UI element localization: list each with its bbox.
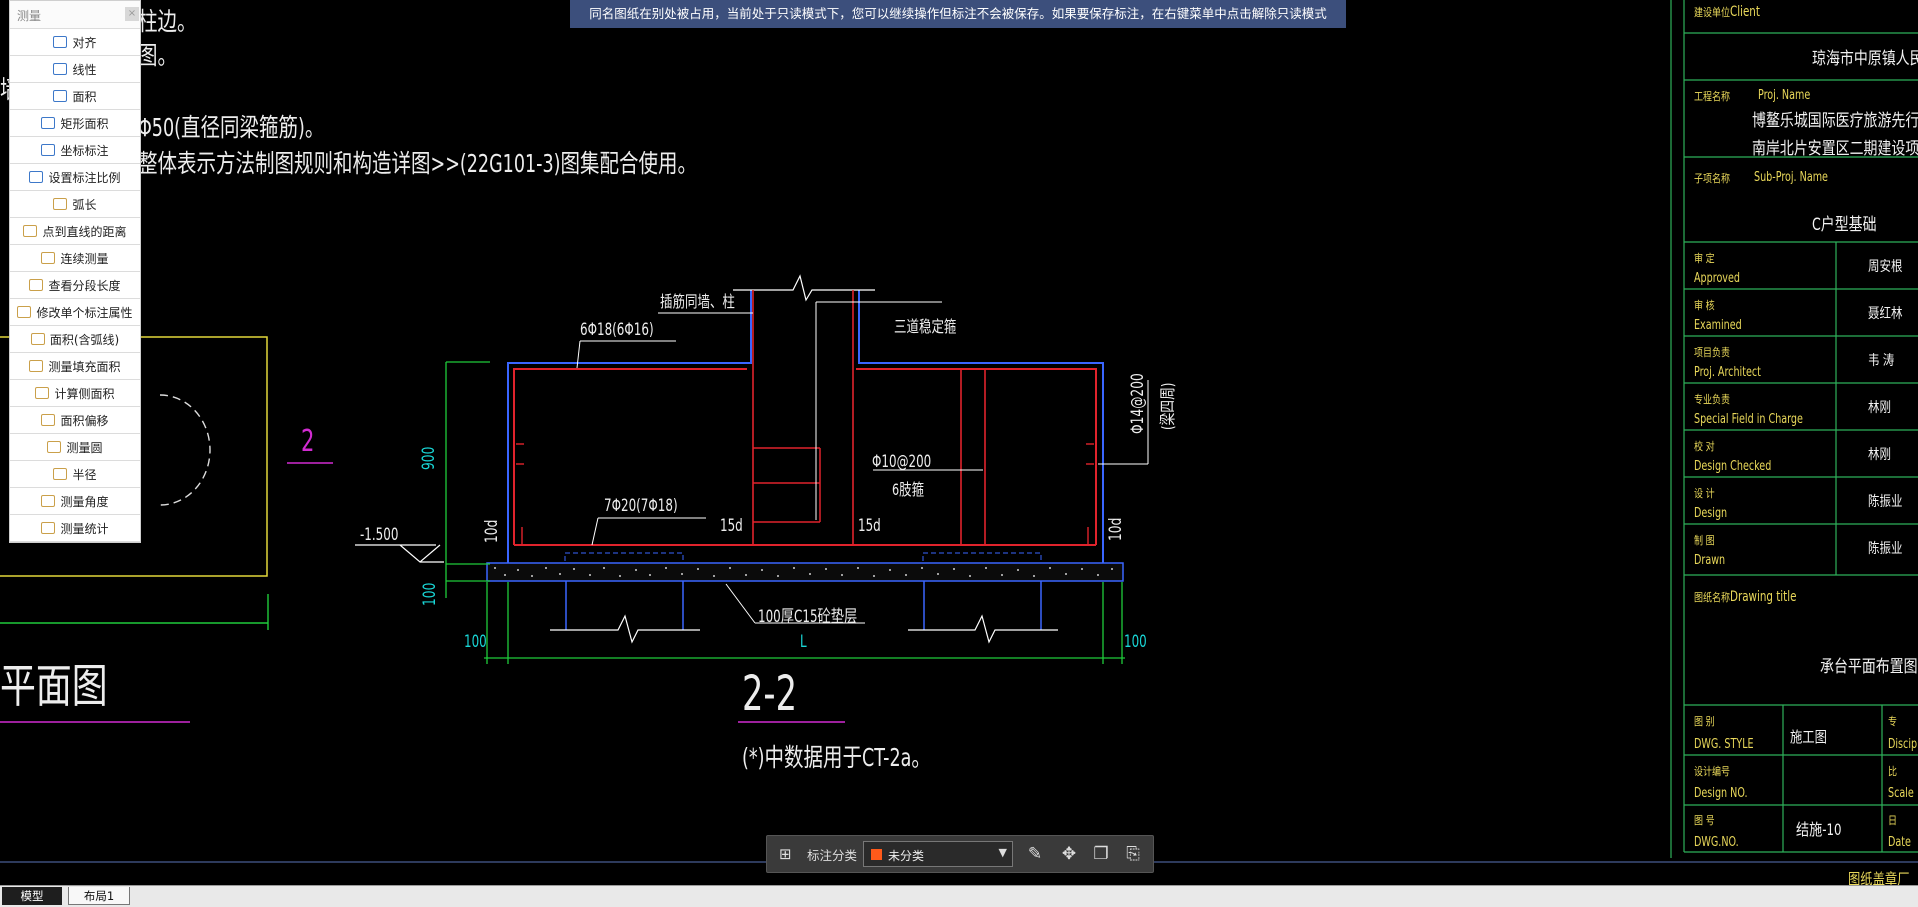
stats-icon (41, 522, 56, 534)
close-icon[interactable]: × (125, 7, 139, 21)
measure-item-area-offset[interactable]: 面积偏移 (10, 407, 140, 434)
plan-title: 平面图 (0, 659, 108, 713)
measure-item-fill-area[interactable]: 测量填充面积 (10, 353, 140, 380)
angle-icon (41, 495, 56, 507)
chevron-down-icon: ▼ (998, 846, 1007, 859)
measure-item-aligned[interactable]: 对齐 (10, 29, 140, 56)
edit-attr-icon (17, 306, 32, 318)
measure-item-point-line[interactable]: 点到直线的距离 (10, 218, 140, 245)
dim-L: L (800, 632, 807, 652)
measure-menu: 测量 × 对齐 线性 面积 矩形面积 坐标标注 设置标注比例 弧长 点到直线的距… (9, 0, 141, 543)
label-top-rebar: 6Φ18(6Φ16) (580, 320, 654, 340)
area-icon (53, 90, 68, 102)
measure-item-area[interactable]: 面积 (10, 83, 140, 110)
measure-item-set-scale[interactable]: 设置标注比例 (10, 164, 140, 191)
aligned-icon (53, 36, 68, 48)
note-line-2: 图。 (138, 41, 178, 70)
annotation-toolbar: ⊞ 标注分类 未分类 ▼ ✎ ✥ ❐ ⎘ (766, 835, 1154, 873)
readonly-banner: 同名图纸在别处被占用，当前处于只读模式下，您可以继续操作但标注不会被保存。如果要… (570, 0, 1346, 28)
dim-100-left: 100 (464, 632, 487, 652)
label-side-rebar: Φ14@200 (1128, 373, 1148, 434)
note-line-5: 整体表示方法制图规则和构造详图>>(22G101-3)图集配合使用。 (138, 149, 697, 178)
area-arc-icon (30, 333, 45, 345)
measure-item-circle[interactable]: 测量圆 (10, 434, 140, 461)
edit-icon[interactable]: ✎ (1027, 844, 1043, 864)
tab-layout1[interactable]: 布局1 (68, 887, 130, 905)
annotation-category-label: 标注分类 (807, 848, 858, 863)
point-line-icon (23, 225, 38, 237)
label-insert-wall: 插筋同墙、柱 (660, 292, 735, 311)
measure-item-rect-area[interactable]: 矩形面积 (10, 110, 140, 137)
measure-item-continuous[interactable]: 连续测量 (10, 245, 140, 272)
annotation-category-select[interactable]: 未分类 ▼ (863, 841, 1013, 867)
fill-area-icon (29, 360, 44, 372)
title-block-frame (1670, 0, 1918, 858)
note-line-4: Φ50(直径同梁箍筋)。 (138, 113, 325, 142)
label-10d-left: 10d (482, 519, 502, 543)
coordinate-icon (41, 144, 56, 156)
layout-tabbar: 模型 布局1 (0, 885, 1918, 907)
measure-item-segment-length[interactable]: 查看分段长度 (10, 272, 140, 299)
label-bottom-rebar: 7Φ20(7Φ18) (604, 496, 678, 516)
measure-item-linear[interactable]: 线性 (10, 56, 140, 83)
dim-900: 900 (419, 446, 439, 470)
label-15d-right: 15d (858, 516, 881, 536)
label-mid-rebar: Φ10@200 (872, 452, 932, 472)
move-icon[interactable]: ✥ (1061, 844, 1077, 864)
measure-item-arc-length[interactable]: 弧长 (10, 191, 140, 218)
label-15d-left: 15d (720, 516, 743, 536)
label-cushion: 100厚C15砼垫层 (758, 607, 858, 627)
measure-item-side-area[interactable]: 计算侧面积 (10, 380, 140, 407)
section-footnote: (*)中数据用于CT-2a。 (742, 743, 931, 772)
scale-icon (29, 171, 44, 183)
grid-icon[interactable]: ⊞ (779, 845, 792, 863)
axis-label-2: 2 (301, 424, 315, 459)
radius-icon (53, 468, 68, 480)
arc-icon (53, 198, 68, 210)
label-mid-rebar-2: 6肢箍 (892, 480, 925, 499)
copy-icon[interactable]: ❐ (1093, 844, 1109, 864)
measure-item-area-arc[interactable]: 面积(含弧线) (10, 326, 140, 353)
paste-icon[interactable]: ⎘ (1126, 844, 1140, 864)
section-drawing (355, 274, 1149, 723)
label-side-rebar-2: (梁四周) (1158, 382, 1177, 430)
section-title: 2-2 (742, 666, 798, 722)
linear-icon (53, 63, 68, 75)
measure-menu-title: 测量 (17, 9, 42, 23)
dim-100-vertical: 100 (420, 582, 440, 606)
measure-item-angle[interactable]: 测量角度 (10, 488, 140, 515)
annotation-category-value: 未分类 (888, 849, 925, 863)
measure-menu-header: 测量 × (10, 1, 140, 29)
note-line-1: 柱边。 (138, 7, 197, 36)
label-elevation: -1.500 (360, 525, 399, 545)
measure-item-edit-attr[interactable]: 修改单个标注属性 (10, 299, 140, 326)
segment-icon (29, 279, 44, 291)
tab-model[interactable]: 模型 (2, 887, 62, 905)
side-area-icon (35, 387, 50, 399)
dim-100-right: 100 (1124, 632, 1147, 652)
category-color-swatch (871, 849, 882, 860)
measure-item-stats[interactable]: 测量统计 (10, 515, 140, 542)
rect-area-icon (41, 117, 56, 129)
measure-item-coordinate[interactable]: 坐标标注 (10, 137, 140, 164)
measure-item-radius[interactable]: 半径 (10, 461, 140, 488)
continuous-icon (41, 252, 56, 264)
area-offset-icon (41, 414, 56, 426)
label-10d-right: 10d (1106, 517, 1126, 541)
label-stirrup: 三道稳定箍 (894, 317, 957, 336)
circle-icon (47, 441, 62, 453)
